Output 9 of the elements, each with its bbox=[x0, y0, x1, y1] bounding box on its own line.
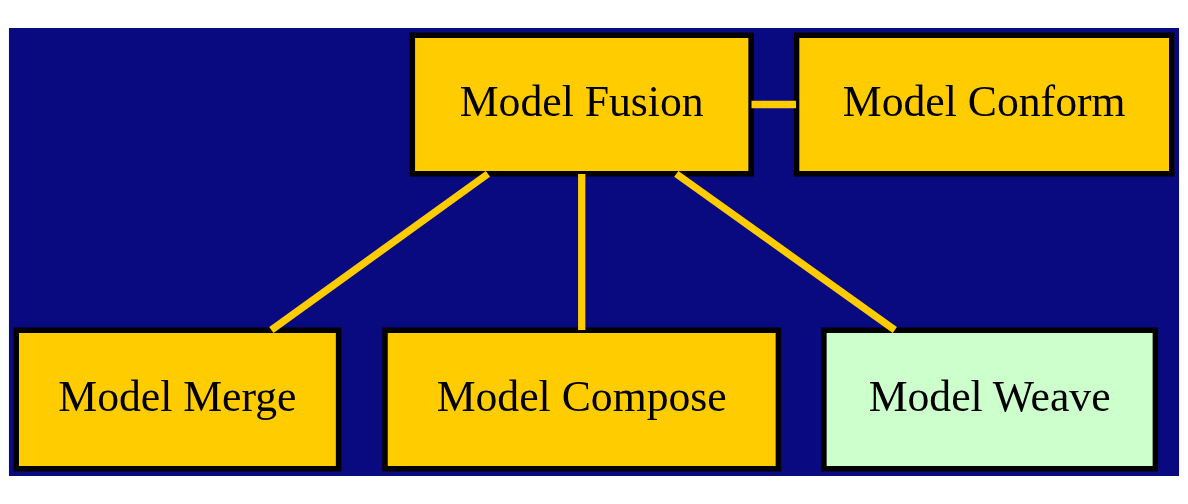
connector bbox=[751, 100, 797, 109]
connector bbox=[578, 173, 586, 330]
node-box: Model Merge bbox=[13, 327, 342, 472]
node-box: Model Compose bbox=[382, 327, 782, 472]
connector bbox=[674, 170, 897, 333]
node-box: Model Weave bbox=[821, 327, 1159, 472]
node-box: Model Conform bbox=[793, 32, 1175, 177]
node-box: Model Fusion bbox=[409, 32, 754, 177]
connector bbox=[269, 170, 491, 333]
